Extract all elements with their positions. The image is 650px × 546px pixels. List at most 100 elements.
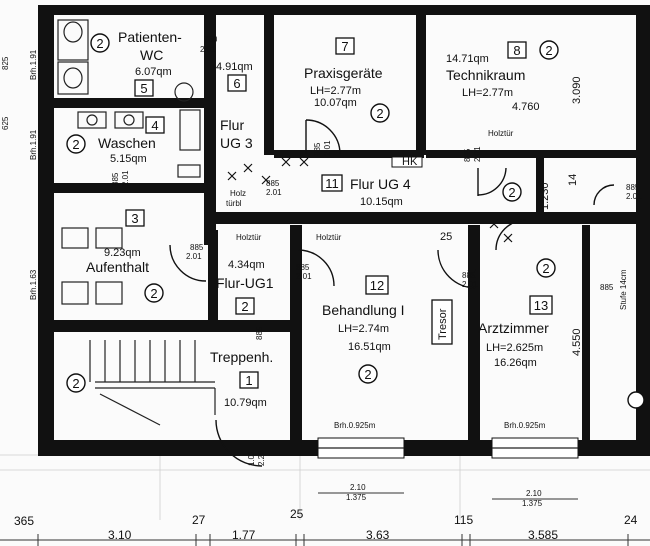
level-marker-text: 2 xyxy=(96,36,103,51)
door-885d: 885 xyxy=(266,179,280,188)
dimension-label: 1.77 xyxy=(232,528,256,542)
room-name-7: Praxisgeräte xyxy=(304,65,383,81)
tresor-label: Tresor xyxy=(437,308,449,340)
level-marker xyxy=(66,373,86,393)
level-marker xyxy=(66,134,86,154)
dimension-label: 27 xyxy=(192,513,206,527)
level-marker-text: 2 xyxy=(150,286,157,301)
window-1375a: 1.375 xyxy=(346,493,367,502)
dimension-label: 3.10 xyxy=(108,528,132,542)
room-area-3: 9.23qm xyxy=(104,247,141,259)
room-number-box-5 xyxy=(134,79,154,97)
room-number-4: 4 xyxy=(151,118,158,133)
dimension-label: 25 xyxy=(290,507,304,521)
room-number-11: 11 xyxy=(325,176,339,191)
room-number-box-13 xyxy=(529,295,553,315)
dim-14: 14 xyxy=(567,174,579,186)
level-marker-text: 2 xyxy=(542,261,549,276)
holz-turbl-line2: türbl xyxy=(226,199,242,208)
room-area-11: 10.15qm xyxy=(360,196,403,208)
hk-label: HK xyxy=(402,156,418,168)
room-area-1: 10.79qm xyxy=(224,397,267,409)
level-marker-text: 2 xyxy=(72,137,79,152)
room-area-5: 6.07qm xyxy=(135,66,172,78)
level-marker-text: 2 xyxy=(376,106,383,121)
walls xyxy=(38,5,650,456)
room-number-5: 5 xyxy=(140,81,147,96)
level-marker xyxy=(370,103,390,123)
holztur-label-3: Holztür xyxy=(316,233,342,242)
door-201d: 2.01 xyxy=(473,146,482,162)
room-name-2: Flur-UG1 xyxy=(216,275,274,291)
door-885c: 885 xyxy=(463,148,472,162)
dim-1230: 1.230 xyxy=(539,182,551,210)
door-201b: 2.01 xyxy=(121,170,130,186)
door-201c: 2.01 xyxy=(323,140,332,156)
brh-1: Brh.1.91 xyxy=(29,49,38,80)
door-885a: 885 xyxy=(111,172,120,186)
door-201a: 2.01 xyxy=(200,45,216,54)
door-885i: 885 xyxy=(600,283,614,292)
door-201i: 2.01 xyxy=(626,192,642,201)
room-height-13: LH=2.625m xyxy=(486,342,543,354)
room-area-13: 16.26qm xyxy=(494,357,537,369)
level-marker-text: 2 xyxy=(508,185,515,200)
room-name-1: Treppenh. xyxy=(210,349,273,365)
brh-2: Brh.1.91 xyxy=(29,129,38,160)
room-area-2: 4.34qm xyxy=(228,259,265,271)
window-210a: 2.10 xyxy=(350,483,366,492)
room-area-8: 14.71qm xyxy=(446,53,489,65)
brh-window-1: Brh.0.925m xyxy=(334,421,376,430)
level-marker xyxy=(502,182,522,202)
corridor-ug3-line2: UG 3 xyxy=(220,135,253,151)
door-885-stair: 885 xyxy=(255,326,264,340)
room-number-13: 13 xyxy=(534,298,548,313)
window-1375b: 1.375 xyxy=(522,499,543,508)
holztur-label-1: Holztür xyxy=(488,129,514,138)
door-885g: 885 xyxy=(462,271,476,280)
doors xyxy=(169,119,615,467)
brh-window-2: Brh.0.925m xyxy=(504,421,546,430)
room-number-6: 6 xyxy=(233,76,240,91)
paper-grid xyxy=(0,454,650,520)
room-number-2: 2 xyxy=(241,299,248,314)
dim-4550: 4.550 xyxy=(571,328,583,356)
door-201f: 2.01 xyxy=(186,252,202,261)
door-101: 1.01 xyxy=(247,450,256,466)
room-number-box-3 xyxy=(125,209,145,227)
level-marker xyxy=(144,283,164,303)
room-name-11: Flur UG 4 xyxy=(350,176,411,192)
level-marker xyxy=(539,40,559,60)
room-name-12: Behandlung I xyxy=(322,302,405,318)
corridor-ug3-line1: Flur xyxy=(220,117,244,133)
room-number-box-1 xyxy=(239,371,259,389)
dim-4760: 4.760 xyxy=(512,101,540,113)
door-885b: 885 xyxy=(313,142,322,156)
room-number-box-4 xyxy=(145,116,165,134)
door-885h: 885 xyxy=(626,183,640,192)
holz-turbl-line1: Holz xyxy=(230,189,246,198)
room-number-box-7 xyxy=(335,37,355,55)
brh-3: Brh.1.63 xyxy=(29,269,38,300)
room-name-13: Arztzimmer xyxy=(478,320,549,336)
room-name-3: Aufenthalt xyxy=(86,259,149,275)
cross-marks xyxy=(227,157,513,279)
door-201e: 2.01 xyxy=(266,188,282,197)
dimension-label: 3.585 xyxy=(528,528,558,542)
room-name-4: Waschen xyxy=(98,135,156,151)
stairs xyxy=(89,340,216,426)
fixtures xyxy=(57,19,579,459)
room-name-8: Technikraum xyxy=(446,67,525,83)
dimension-chain: 365 3.10 27 1.77 25 3.63 115 3.585 24 xyxy=(0,507,650,546)
room-number-8: 8 xyxy=(513,43,520,58)
room-area-6: 4.91qm xyxy=(216,61,253,73)
room-area-4: 5.15qm xyxy=(110,153,147,165)
level-marker-text: 2 xyxy=(72,376,79,391)
room-height-12: LH=2.74m xyxy=(338,323,389,335)
side-825: 825 xyxy=(1,56,10,70)
level-marker-text: 2 xyxy=(545,43,552,58)
room-number-box-2 xyxy=(235,297,255,315)
room-area-12: 16.51qm xyxy=(348,341,391,353)
room-number-1: 1 xyxy=(245,373,252,388)
